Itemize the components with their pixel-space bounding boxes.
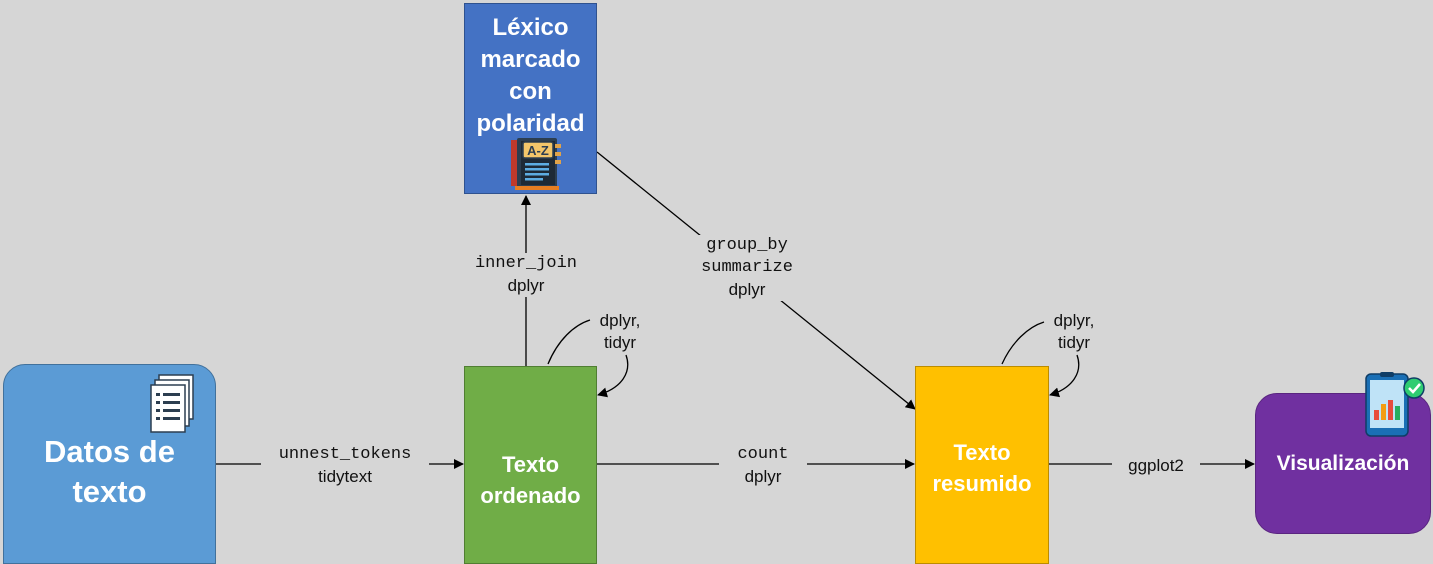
node-texto-ordenado: Texto ordenado [464, 366, 597, 564]
edge-label-inner-join: inner_join dplyr [461, 253, 591, 297]
self-loop-ordenado-line1: dplyr, [599, 311, 641, 330]
chart-tablet-check-icon [1365, 372, 1425, 437]
self-loop-resumido [1001, 321, 1045, 365]
node-lexico-marcado: Léxico marcado con polaridad [464, 3, 597, 194]
document-list-icon [150, 374, 194, 433]
edge-code-unnest: unnest_tokens [278, 445, 412, 464]
self-loop-ordenado [547, 319, 591, 365]
edge-lib-inner-join: dplyr [507, 276, 545, 295]
edge-lib-ggplot2: ggplot2 [1128, 456, 1184, 475]
self-loop-label-ordenado: dplyr, tidyr [586, 310, 654, 354]
edge-label-ggplot: ggplot2 [1112, 455, 1200, 477]
self-loop-resumido-line2: tidyr [1057, 333, 1091, 352]
self-loop-label-resumido: dplyr, tidyr [1040, 310, 1108, 354]
self-loop-resumido-line1: dplyr, [1053, 311, 1095, 330]
node-resumido-label: Texto resumido [932, 440, 1032, 496]
edge-code-count: count [737, 445, 789, 464]
edge-label-group-by: group_by summarize dplyr [683, 235, 811, 301]
self-loop-ordenado-line2: tidyr [603, 333, 637, 352]
edge-label-count: count dplyr [719, 444, 807, 488]
node-texto-resumido: Texto resumido [915, 366, 1049, 564]
edge-code-summarize: summarize [701, 258, 793, 277]
node-lexico-label: Léxico marcado con polaridad [476, 14, 585, 137]
az-dictionary-icon: A-Z [511, 138, 561, 190]
edge-lib-group-by: dplyr [728, 280, 766, 299]
node-visualizacion-label: Visualización [1276, 452, 1410, 475]
edge-code-inner-join: inner_join [474, 254, 578, 273]
edge-lib-tidytext: tidytext [318, 467, 372, 486]
edge-lib-count: dplyr [744, 467, 782, 486]
svg-text:A-Z: A-Z [527, 143, 549, 158]
node-ordenado-label: Texto ordenado [480, 452, 581, 508]
node-datos-label: Datos de texto [44, 434, 175, 509]
edge-code-group-by: group_by [706, 236, 788, 255]
edge-label-unnest: unnest_tokens tidytext [261, 444, 429, 488]
self-loop-resumido-return [1049, 354, 1080, 398]
self-loop-ordenado-return [597, 354, 629, 398]
